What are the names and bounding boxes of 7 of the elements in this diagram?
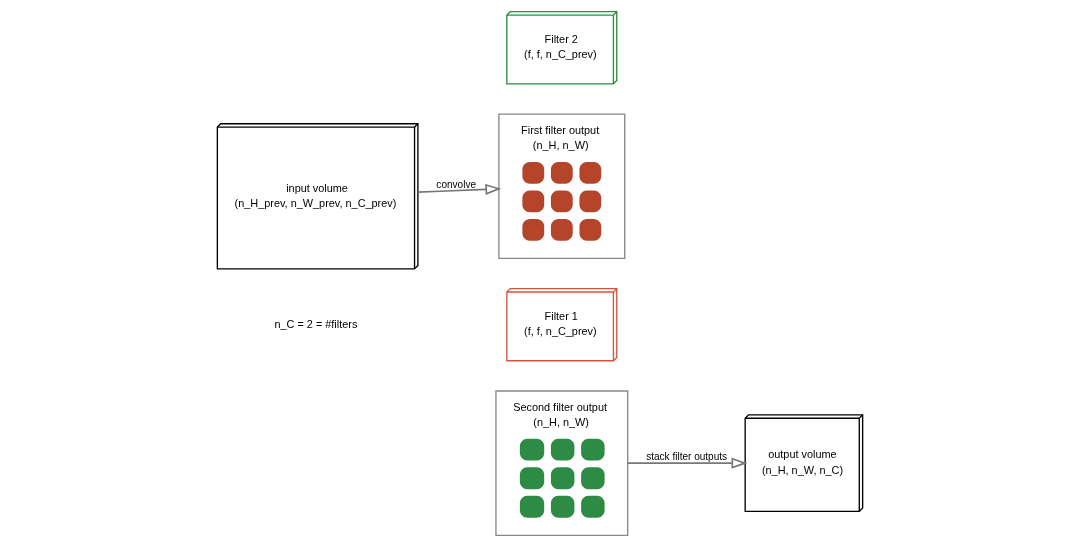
node-box: First filter output (n_H, n_W) [498, 113, 626, 260]
label: n_C = 2 = #filters [274, 317, 358, 330]
node-box: Second filter output (n_H, n_W) [495, 390, 629, 536]
edge-label: stack filter outputs [646, 451, 728, 463]
arrow [626, 457, 748, 469]
edge-label: convolve [436, 178, 477, 190]
arrow [417, 183, 502, 195]
